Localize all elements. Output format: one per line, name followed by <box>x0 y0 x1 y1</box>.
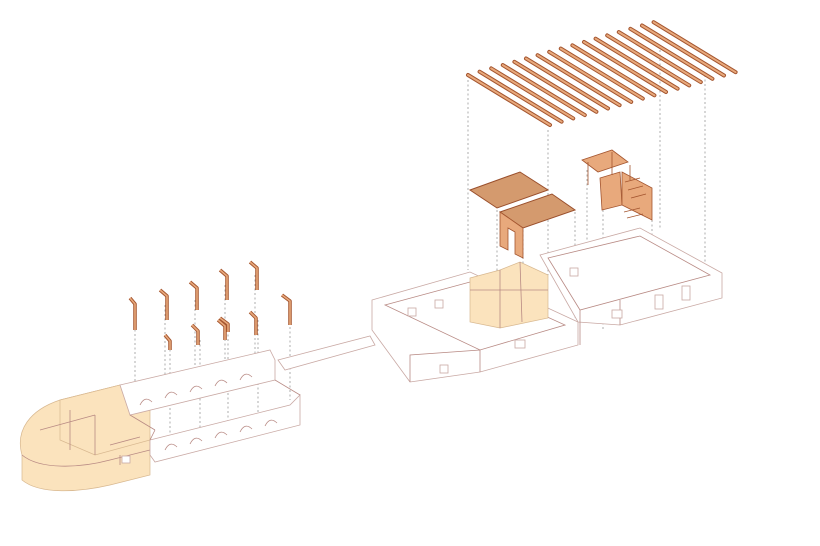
roof-beams <box>466 20 738 127</box>
left-building-south-wall <box>149 394 301 463</box>
roof-beam-fill <box>606 34 691 87</box>
roof-beam-fill <box>490 67 575 120</box>
roof-beam-fill <box>583 41 667 93</box>
floor-panel-upper <box>468 171 550 209</box>
timber-elements <box>466 20 738 259</box>
connecting-passage <box>277 335 376 371</box>
stair-frame-top <box>581 149 629 173</box>
roof-beam-fill <box>571 44 656 97</box>
apse-interior-walls <box>21 410 151 467</box>
panel-wall <box>499 211 524 259</box>
roof-beam-fill <box>501 64 586 117</box>
timber-bracket-fill <box>217 319 226 340</box>
roof-beam-fill <box>467 74 551 126</box>
timber-bracket-fill <box>164 334 171 350</box>
stair-box <box>599 171 623 211</box>
timber-bracket-fill <box>219 269 228 300</box>
stair-treads <box>587 152 647 219</box>
timber-bracket-fill <box>249 311 257 335</box>
roof-beam-fill <box>559 47 644 100</box>
left-block-inner-walls <box>383 281 567 382</box>
roof-beam-fill <box>617 31 702 84</box>
timber-bracket-fill <box>159 289 168 320</box>
left-building-north-wall <box>119 349 276 416</box>
timber-bracket-fill <box>129 297 136 330</box>
right-building <box>371 227 723 383</box>
left-building <box>20 335 376 492</box>
roof-beam-fill <box>629 27 714 80</box>
timber-bracket-fill <box>281 294 291 325</box>
wall-bracket-elements <box>128 260 292 350</box>
windows <box>407 267 691 374</box>
roof-beam-fill <box>641 24 725 77</box>
staircase-module <box>581 149 653 221</box>
left-building-arches <box>129 373 301 451</box>
roof-beam-fill <box>548 50 633 103</box>
right-building-right-block <box>539 227 723 326</box>
timber-bracket-fill <box>191 324 199 345</box>
highlighted-room-partitions <box>470 261 548 328</box>
timber-bracket-fill <box>219 317 229 332</box>
highlighted-rooms <box>469 261 549 329</box>
roof-beam-fill <box>478 70 563 123</box>
roof-beam-fill <box>536 54 621 107</box>
roof-beam-fill <box>594 37 679 90</box>
roof-beam-fill <box>525 57 609 110</box>
roof-beam-fill <box>513 60 598 113</box>
timber-bracket-fill <box>249 261 258 290</box>
apse-window <box>121 455 131 464</box>
timber-bracket-fill <box>189 281 198 310</box>
roof-beam-fill <box>652 21 737 74</box>
